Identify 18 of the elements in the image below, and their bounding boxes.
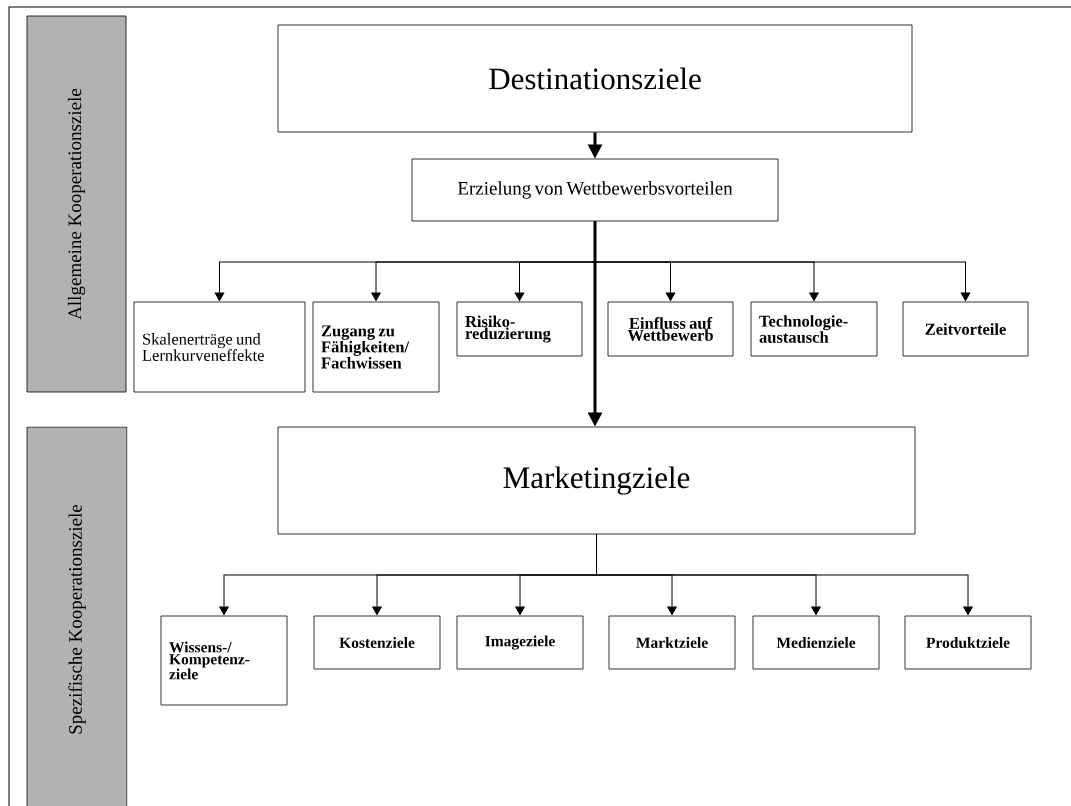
goal-box: Technologie- austausch [750, 301, 878, 357]
goal-box: Wissens-/ Kompetenz- ziele [160, 615, 288, 706]
arrow [596, 533, 973, 616]
goal-box: Marktziele [608, 615, 736, 670]
goal-box: Erzielung von Wettbewerbsvorteilen [411, 158, 779, 222]
goal-box: Zeitvorteile [902, 301, 1029, 357]
side-band: Allgemeine Kooperationsziele [26, 15, 127, 393]
goal-box: Risiko- reduzierung [456, 301, 583, 357]
goal-box: Zugang zu Fähigkeiten/ Fachwissen [312, 301, 440, 393]
goal-box: Produktziele [904, 615, 1032, 670]
goal-box: Einfluss auf Wettbewerb [607, 301, 734, 357]
goal-box: Destinationsziele [277, 24, 913, 133]
goal-box: Medienziele [752, 615, 880, 670]
goal-box: Skalenerträge und Lernkurveneffekte [133, 301, 306, 393]
side-band: Spezifische Kooperationsziele [26, 426, 128, 806]
goal-box: Imageziele [456, 615, 584, 670]
goal-box: Marketingziele [277, 426, 916, 535]
goal-box: Kostenziele [313, 615, 441, 670]
